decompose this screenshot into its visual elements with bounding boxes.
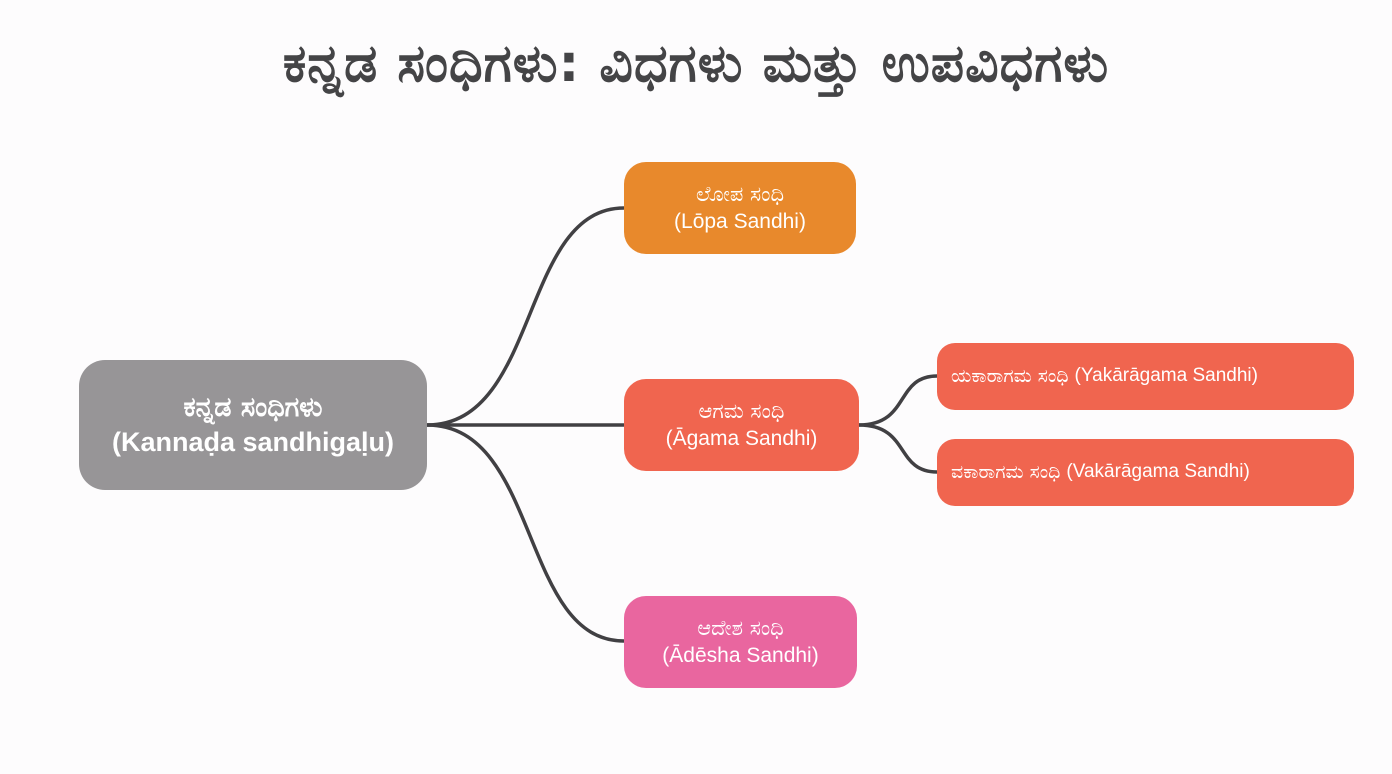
yakaragama-english-label: (Yakārāgama Sandhi) [1074,365,1258,387]
connector-root-adesha [426,423,625,643]
root-english-label: (Kannaḍa sandhigaḷu) [111,427,395,457]
node-yakaragama-sandhi[interactable]: ಯಕಾರಾಗಮ ಸಂಧಿ (Yakārāgama Sandhi) [937,343,1354,410]
node-vakaragama-sandhi[interactable]: ವಕಾರಾಗಮ ಸಂಧಿ (Vakārāgama Sandhi) [937,439,1354,506]
adesha-kannada-label: ಆದೇಶ ಸಂಧಿ [697,615,784,640]
root-node[interactable]: ಕನ್ನಡ ಸಂಧಿಗಳು (Kannaḍa sandhigaḷu) [79,360,427,490]
vakaragama-kannada-label: ವಕಾರಾಗಮ ಸಂಧಿ [951,461,1061,484]
connector-agama-yakaragama [858,374,938,427]
yakaragama-kannada-label: ಯಕಾರಾಗಮ ಸಂಧಿ [951,365,1069,388]
connector-agama-vakaragama [858,423,938,474]
connector-root-lopa [426,206,625,427]
agama-kannada-label: ಆಗಮ ಸಂಧಿ [698,398,785,423]
node-lopa-sandhi[interactable]: ಲೋಪ ಸಂಧಿ (Lōpa Sandhi) [624,162,856,254]
node-agama-sandhi[interactable]: ಆಗಮ ಸಂಧಿ (Āgama Sandhi) [624,379,859,471]
lopa-english-label: (Lōpa Sandhi) [674,210,806,233]
diagram-title: ಕನ್ನಡ ಸಂಧಿಗಳು: ವಿಧಗಳು ಮತ್ತು ಉಪವಿಧಗಳು [282,34,1110,94]
adesha-english-label: (Ādēsha Sandhi) [662,644,819,667]
vakaragama-english-label: (Vakārāgama Sandhi) [1066,461,1250,483]
lopa-kannada-label: ಲೋಪ ಸಂಧಿ [695,181,785,206]
agama-english-label: (Āgama Sandhi) [665,427,818,450]
root-kannada-label: ಕನ್ನಡ ಸಂಧಿಗಳು [183,391,323,423]
node-adesha-sandhi[interactable]: ಆದೇಶ ಸಂಧಿ (Ādēsha Sandhi) [624,596,857,688]
